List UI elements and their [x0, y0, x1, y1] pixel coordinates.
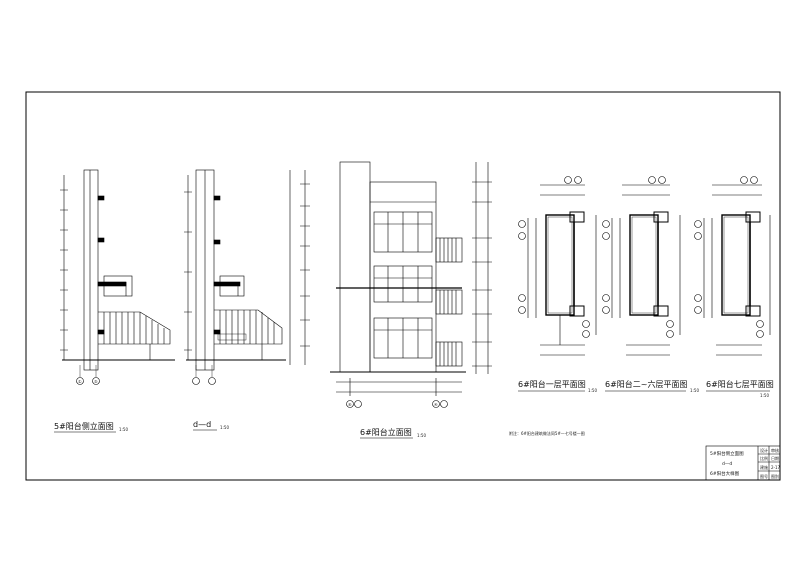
title-block-cell-5: 建施	[760, 464, 768, 470]
plan-2-title: 6#阳台二~六层平面图	[605, 379, 688, 389]
elevation-6-title: 6#阳台立面图	[360, 427, 412, 437]
title-block-cell-4: 日期	[771, 455, 779, 461]
title-block-cell-1: 设计	[760, 447, 768, 453]
section-title: d—d	[193, 420, 211, 429]
elevation-5-scale: 1:50	[119, 427, 128, 432]
plan-1-title: 6#阳台一层平面图	[518, 379, 586, 389]
plan-2	[611, 184, 681, 356]
plan-3-scale: 1:50	[760, 393, 769, 398]
axis-label-2: ⑤	[94, 379, 98, 384]
title-block-line2: d—d	[722, 461, 732, 467]
section-axis-bubbles	[192, 365, 216, 385]
title-block-line1: 5#阳台侧立面图	[710, 450, 744, 457]
title-block-cell-3: 比例	[760, 455, 768, 461]
elevation-6-scale: 1:50	[417, 433, 426, 438]
elevation-6-axis-bubbles	[346, 400, 448, 408]
elevation-5-title: 5#阳台侧立面图	[54, 421, 114, 431]
plan-3-title: 6#阳台七层平面图	[706, 379, 774, 389]
sheet-border	[25, 91, 781, 481]
plan-2-scale: 1:50	[690, 388, 699, 393]
axis-label-3: ⑥	[348, 402, 352, 407]
title-block-cell-8: 图别	[771, 473, 779, 479]
title-block-cell-2: 审核	[771, 447, 779, 453]
title-block	[705, 445, 781, 481]
plan-1	[527, 184, 597, 356]
plan-2-axis-bubbles	[602, 176, 674, 338]
axis-label-4: ④	[434, 402, 438, 407]
plan-1-scale: 1:50	[588, 388, 597, 393]
plan-3-axis-bubbles	[694, 176, 764, 338]
title-block-cell-7: 图号	[760, 473, 768, 479]
elevation-5-axis-bubbles	[76, 365, 100, 385]
elevation-5-dim-ticks	[60, 189, 68, 351]
plan-1-axis-bubbles	[518, 176, 590, 338]
section-scale: 1:50	[220, 425, 229, 430]
title-block-cell-6: 2-17	[771, 465, 781, 470]
elevation-6	[330, 161, 492, 396]
drawing-note: 附注：6#阳台建筑做法同5#—七号楼—图	[509, 430, 585, 436]
axis-label-1: ①	[78, 379, 82, 384]
title-block-line3: 6#阳台大样图	[710, 470, 740, 477]
plan-3	[703, 184, 771, 356]
section-dd	[184, 169, 286, 371]
elevation-side-dims	[289, 170, 310, 365]
elevation-5-side	[60, 169, 175, 371]
